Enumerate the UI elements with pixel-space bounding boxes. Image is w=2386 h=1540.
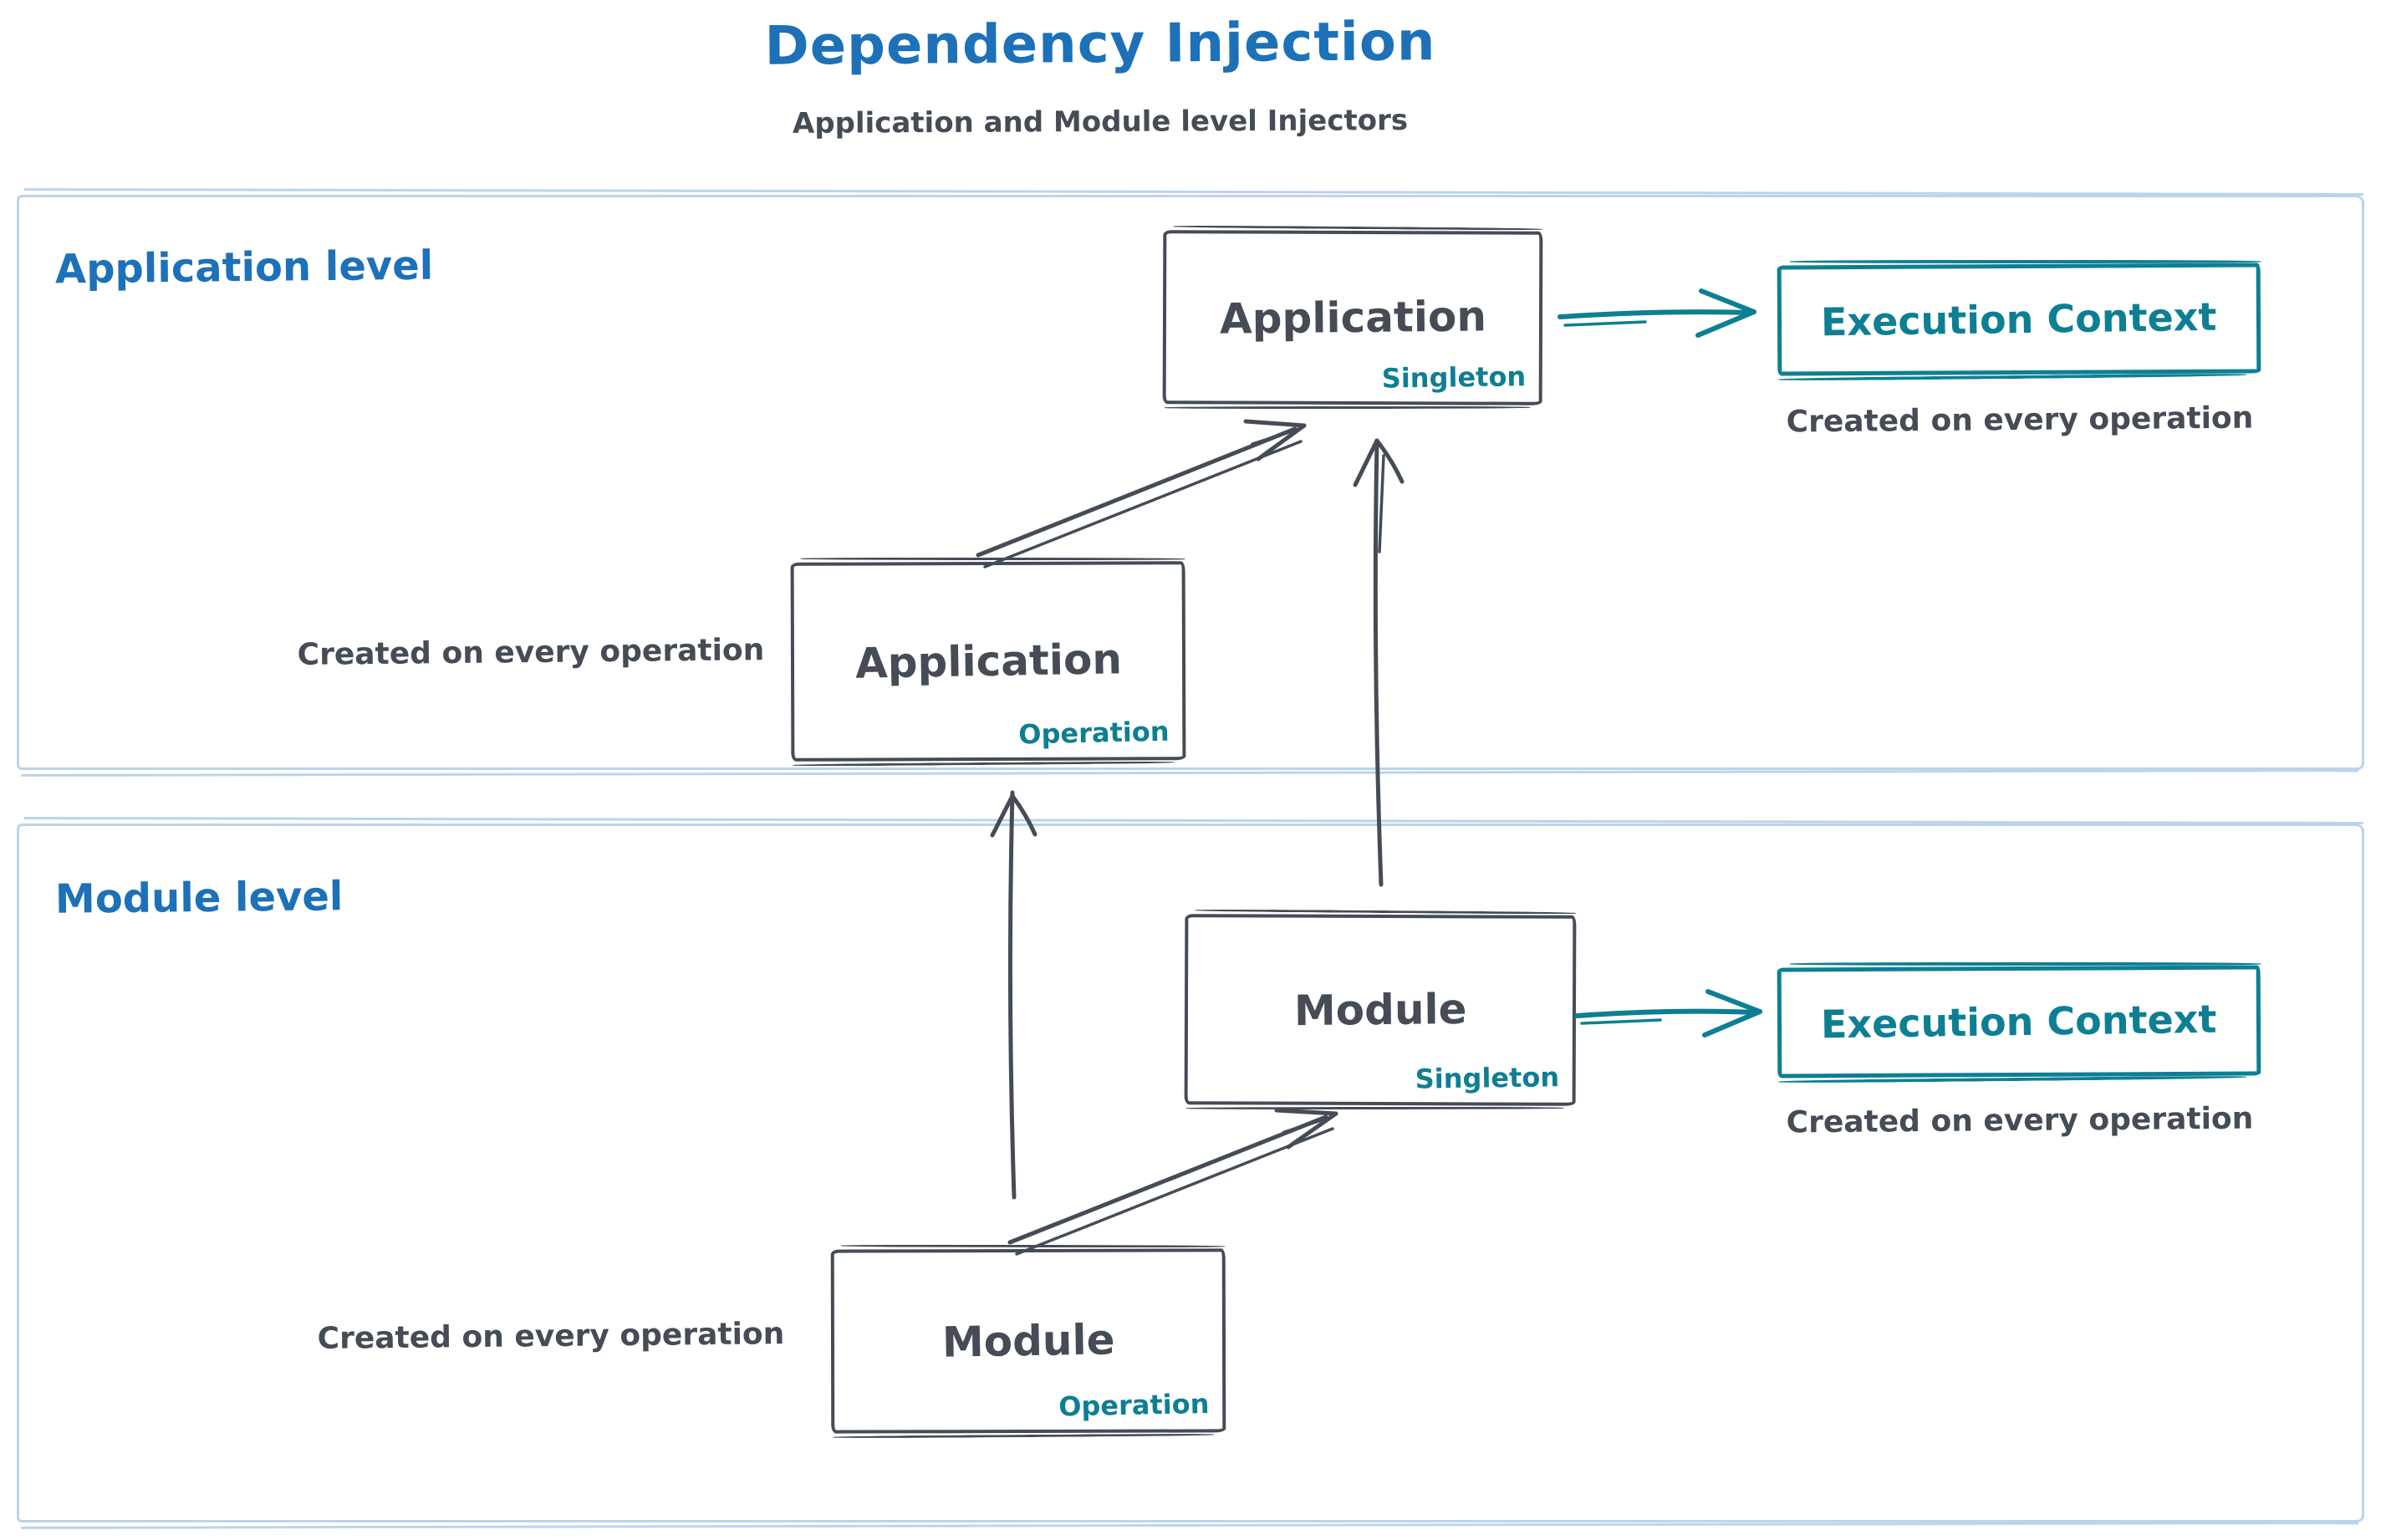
node-title: Module xyxy=(941,1315,1115,1367)
node-badge-singleton: Singleton xyxy=(1381,360,1527,395)
execution-context-caption-application: Created on every operation xyxy=(1786,400,2254,440)
note-module-operation: Created on every operation xyxy=(317,1317,785,1356)
box-execution-context-application: Execution Context xyxy=(1777,263,2261,376)
node-title: Application xyxy=(854,635,1122,688)
section-label-application: Application level xyxy=(54,242,434,293)
diagram-title: Dependency Injection xyxy=(764,11,1436,78)
node-module-operation: Module Operation xyxy=(830,1248,1226,1434)
node-title: Module xyxy=(1293,984,1467,1036)
execution-context-caption-module: Created on every operation xyxy=(1786,1101,2254,1140)
box-execution-context-module: Execution Context xyxy=(1777,965,2261,1079)
node-title: Application xyxy=(1219,292,1486,344)
diagram-subtitle: Application and Module level Injectors xyxy=(792,104,1409,140)
note-application-operation: Created on every operation xyxy=(297,633,765,672)
node-badge-singleton: Singleton xyxy=(1415,1061,1559,1095)
node-application-singleton: Application Singleton xyxy=(1162,230,1543,405)
execution-context-title: Execution Context xyxy=(1820,996,2218,1048)
node-badge-operation: Operation xyxy=(1017,715,1170,751)
section-application-container xyxy=(17,195,2364,770)
node-module-singleton: Module Singleton xyxy=(1184,914,1577,1106)
section-module-container xyxy=(17,824,2364,1522)
execution-context-title: Execution Context xyxy=(1820,293,2218,345)
node-badge-operation: Operation xyxy=(1058,1387,1210,1423)
section-label-module: Module level xyxy=(54,873,344,923)
node-application-operation: Application Operation xyxy=(790,561,1186,762)
